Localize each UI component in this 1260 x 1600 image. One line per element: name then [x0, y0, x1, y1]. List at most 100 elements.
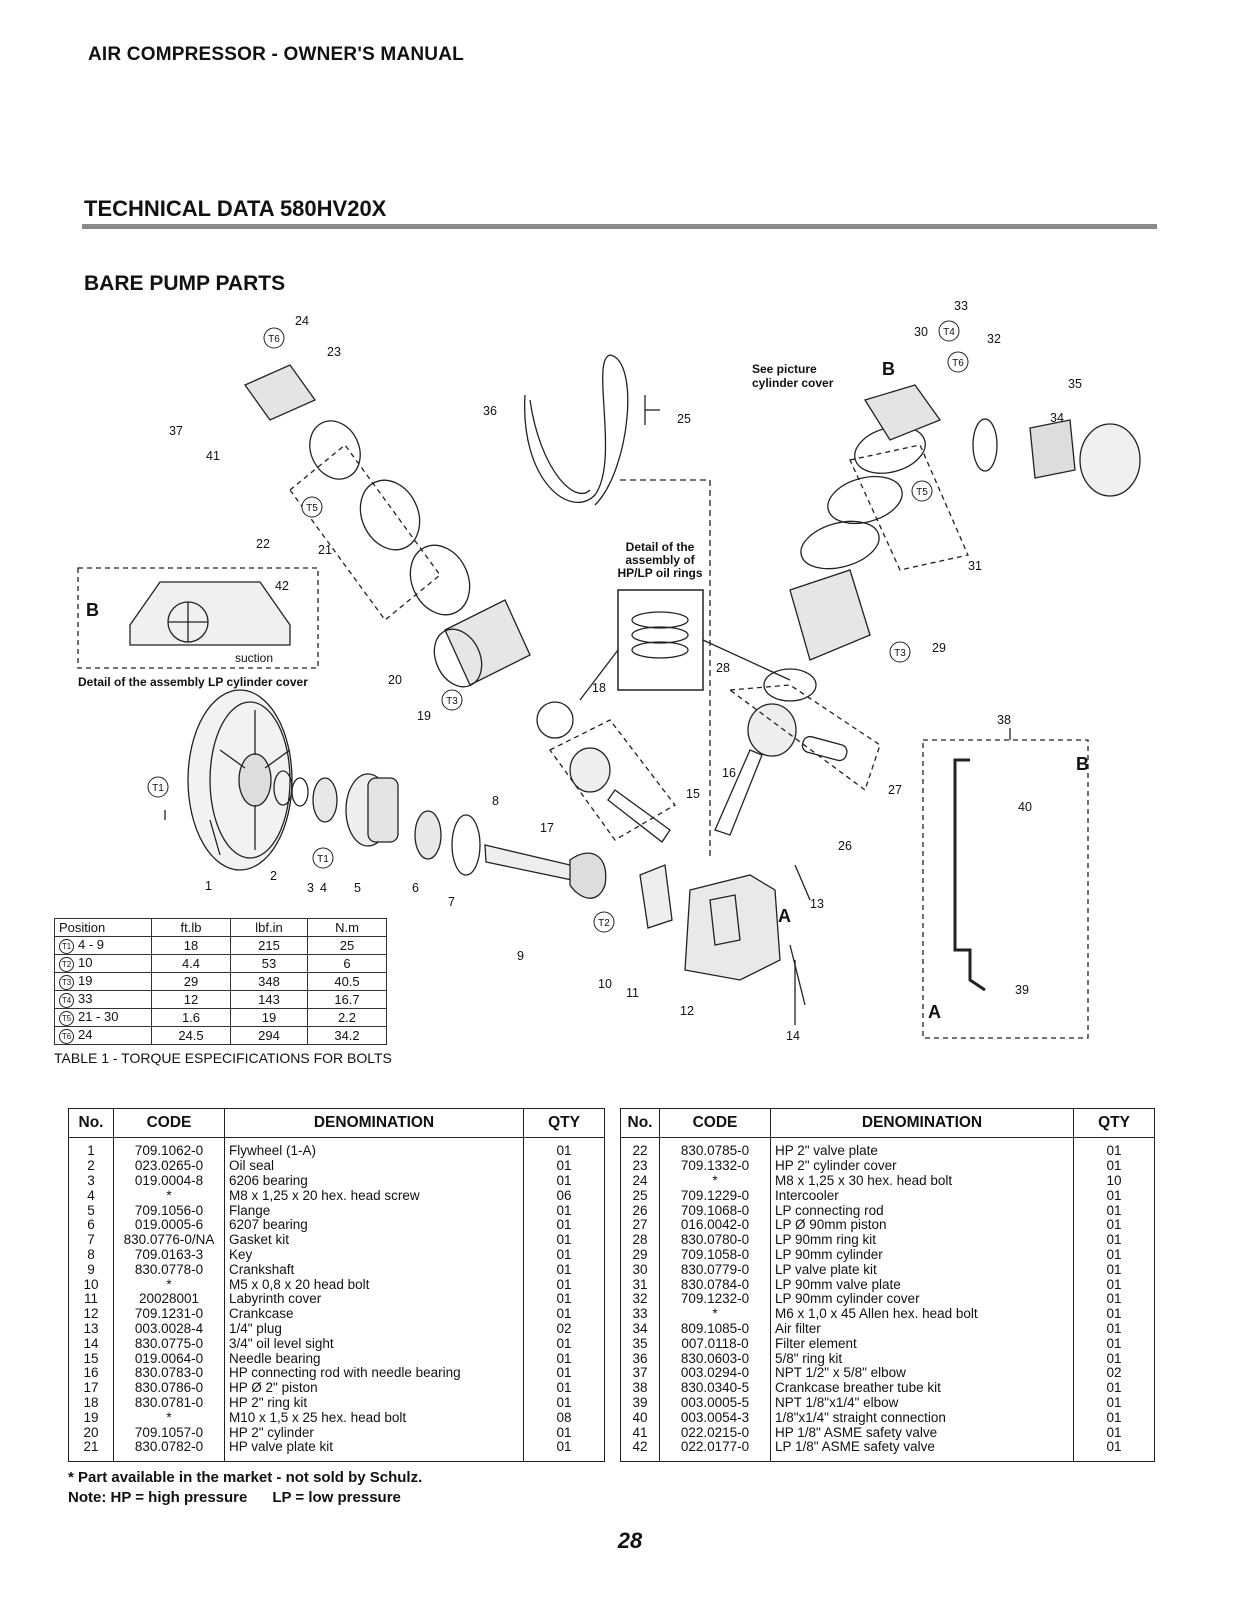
torque-lbfin: 294: [230, 1026, 308, 1045]
part-number: 36: [620, 1351, 660, 1366]
part-code: *: [113, 1188, 225, 1204]
part-label-12: 12: [680, 1004, 694, 1018]
hp-cylinder-part: [444, 599, 531, 686]
part-denomination: HP Ø 2" piston: [224, 1381, 524, 1396]
torque-marker-badge: T4: [59, 992, 74, 1008]
air-filter-housing-part: [1079, 423, 1141, 497]
section-title: TECHNICAL DATA 580HV20X: [84, 196, 387, 221]
part-label-28: 28: [716, 661, 730, 675]
part-denomination: Crankcase: [224, 1307, 524, 1322]
page-number: 28: [617, 1528, 643, 1553]
part-label-29: 29: [932, 641, 946, 655]
torque-marker-t6-hp: T6: [268, 334, 280, 345]
part-qty: 01: [1073, 1322, 1155, 1337]
part-number: 14: [68, 1336, 114, 1352]
torque-header-position: Position: [54, 918, 152, 937]
crankcase-part: [684, 874, 781, 981]
torque-position-value: 33: [78, 991, 93, 1007]
part-label-41: 41: [206, 449, 220, 463]
part-denomination: LP 90mm valve plate: [770, 1277, 1074, 1292]
oil-rings-detail-box: [617, 589, 704, 691]
part-number: 35: [620, 1336, 660, 1352]
part-code: 20028001: [113, 1292, 225, 1307]
part-code: 003.0294-0: [659, 1366, 771, 1381]
part-label-18: 18: [592, 681, 606, 695]
part-denomination: HP 2" valve plate: [770, 1137, 1074, 1159]
part-denomination: LP 1/8" ASME safety valve: [770, 1440, 1074, 1462]
oil-rings-note-line3: HP/LP oil rings: [617, 566, 702, 580]
part-number: 25: [620, 1188, 660, 1204]
part-code: 830.0784-0: [659, 1277, 771, 1292]
part-code: 809.1085-0: [659, 1322, 771, 1337]
part-code: 830.0778-0: [113, 1262, 225, 1278]
see-picture-note: See picture: [752, 362, 817, 376]
section-divider: [82, 224, 1157, 229]
part-qty: 01: [523, 1159, 605, 1174]
part-denomination: Needle bearing: [224, 1351, 524, 1366]
part-qty: 01: [523, 1396, 605, 1411]
torque-marker-badge: T1: [59, 938, 74, 954]
parts-header-qty: QTY: [523, 1108, 605, 1138]
part-number: 12: [68, 1307, 114, 1322]
part-denomination: 1/8"x1/4" straight connection: [770, 1410, 1074, 1426]
part-number: 4: [68, 1188, 114, 1204]
part-number: 41: [620, 1425, 660, 1440]
part-code: 023.0265-0: [113, 1159, 225, 1174]
part-number: 21: [68, 1440, 114, 1462]
torque-header-lbfin: lbf.in: [230, 918, 308, 937]
part-number: 13: [68, 1322, 114, 1337]
part-code: 709.1057-0: [113, 1425, 225, 1440]
part-label-33: 33: [954, 300, 968, 313]
part-number: 16: [68, 1366, 114, 1381]
part-label-15: 15: [686, 787, 700, 801]
part-number: 39: [620, 1396, 660, 1411]
part-denomination: 6206 bearing: [224, 1174, 524, 1189]
part-qty: 01: [523, 1366, 605, 1381]
part-label-22: 22: [256, 537, 270, 551]
part-qty: 01: [1073, 1159, 1155, 1174]
torque-marker-t1: T1: [152, 783, 164, 794]
part-denomination: HP connecting rod with needle bearing: [224, 1366, 524, 1381]
torque-marker-t2: T2: [598, 918, 610, 929]
part-qty: 01: [1073, 1137, 1155, 1159]
part-label-35: 35: [1068, 377, 1082, 391]
part-qty: 01: [1073, 1248, 1155, 1263]
part-denomination: LP connecting rod: [770, 1203, 1074, 1218]
part-qty: 01: [523, 1137, 605, 1159]
crankshaft-part: [484, 844, 573, 881]
part-qty: 01: [523, 1307, 605, 1322]
part-denomination: NPT 1/8"x1/4" elbow: [770, 1396, 1074, 1411]
part-qty: 01: [1073, 1233, 1155, 1248]
part-code: 003.0054-3: [659, 1410, 771, 1426]
part-code: 830.0603-0: [659, 1351, 771, 1366]
torque-marker-t3-hp: T3: [446, 696, 458, 707]
part-denomination: Flywheel (1-A): [224, 1137, 524, 1159]
part-number: 17: [68, 1381, 114, 1396]
parts-header-qty: QTY: [1073, 1108, 1155, 1138]
part-code: 007.0118-0: [659, 1336, 771, 1352]
part-code: 709.1231-0: [113, 1307, 225, 1322]
part-label-38: 38: [997, 713, 1011, 727]
parts-header-code: CODE: [113, 1108, 225, 1138]
torque-position-value: 21 - 30: [78, 1009, 119, 1025]
torque-lbfin: 215: [230, 936, 308, 955]
